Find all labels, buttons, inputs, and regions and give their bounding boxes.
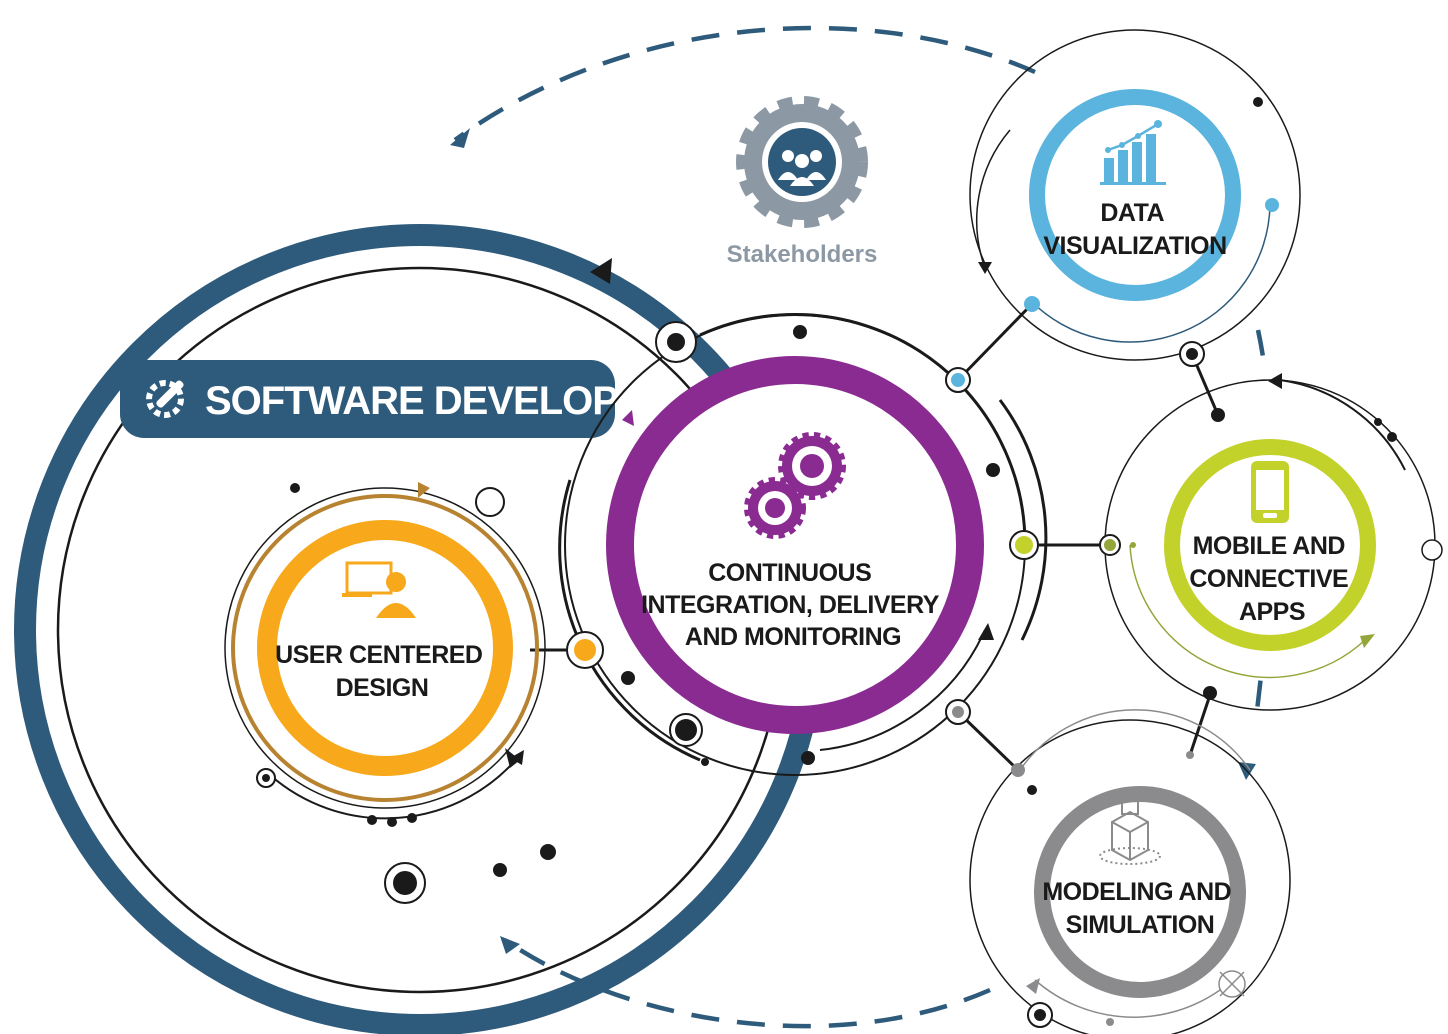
mobile-apps-label-line-1: MOBILE AND (1193, 532, 1345, 560)
user-centered-design-label: USER CENTERED DESIGN (275, 641, 489, 702)
people-gear-icon (736, 96, 868, 228)
data-visualization-node: DATA VISUALIZATION (969, 29, 1301, 361)
cube-stack-icon (1099, 799, 1161, 865)
mobile-apps-label-line-3: APPS (1239, 598, 1305, 626)
wrench-gear-icon (146, 380, 184, 418)
center-label-line-2: INTEGRATION, DELIVERY (641, 591, 940, 619)
mobile-apps-label-line-2: CONNECTIVE (1189, 565, 1348, 593)
center-node: CONTINUOUS INTEGRATION, DELIVERY AND MON… (558, 312, 1048, 776)
mobile-apps-label: MOBILE AND CONNECTIVE APPS (1189, 532, 1354, 626)
user-centered-design-label-line-1: USER CENTERED (275, 641, 482, 669)
center-label-line-3: AND MONITORING (685, 623, 901, 651)
outer-dashed-flow-top (453, 25, 1036, 142)
modeling-simulation-label-line-1: MODELING AND (1042, 878, 1231, 906)
stakeholders-label: Stakeholders (727, 241, 878, 268)
data-visualization-label: DATA VISUALIZATION (1043, 199, 1226, 260)
user-centered-design-label-line-2: DESIGN (336, 674, 429, 702)
center-label-line-1: CONTINUOUS (708, 559, 871, 587)
modeling-simulation-label: MODELING AND SIMULATION (1042, 878, 1237, 939)
user-centered-design-node: USER CENTERED DESIGN (224, 482, 546, 820)
software-development-title: SOFTWARE DEVELOPMENT (205, 379, 728, 423)
data-visualization-label-line-2: VISUALIZATION (1043, 232, 1226, 260)
gears-icon (744, 432, 846, 539)
data-visualization-label-line-1: DATA (1100, 199, 1164, 227)
outer-dashed-flow-bottom (503, 938, 991, 1029)
modeling-simulation-label-line-2: SIMULATION (1066, 911, 1215, 939)
dashed-arrowhead-top (450, 128, 470, 148)
dashed-arrowhead-bottom (500, 936, 520, 954)
bar-chart-icon (1100, 120, 1166, 185)
software-development-banner: SOFTWARE DEVELOPMENT (120, 360, 729, 438)
decorative-dots (256, 97, 1443, 1028)
user-screen-icon (342, 561, 416, 618)
modeling-simulation-node: MODELING AND SIMULATION (969, 709, 1291, 1034)
smartphone-icon (1251, 461, 1289, 523)
center-label: CONTINUOUS INTEGRATION, DELIVERY AND MON… (641, 559, 945, 651)
mobile-apps-node: MOBILE AND CONNECTIVE APPS (1104, 373, 1436, 711)
stakeholders-group: Stakeholders (727, 96, 878, 268)
